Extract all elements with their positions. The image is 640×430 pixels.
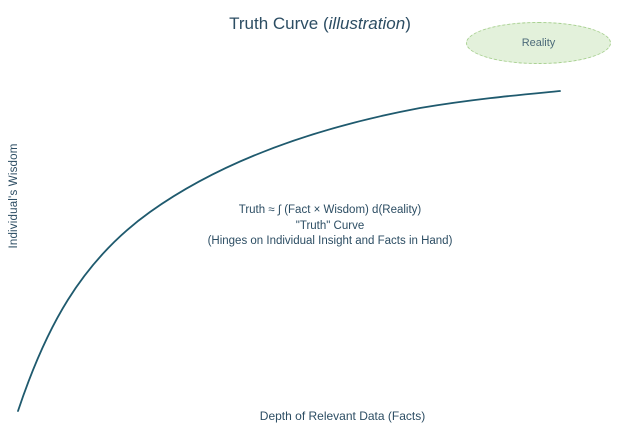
curve-name: "Truth" Curve: [295, 219, 365, 232]
curve-caption: (Hinges on Individual Insight and Facts …: [207, 235, 453, 247]
x-axis-label: Depth of Relevant Data (Facts): [259, 409, 426, 423]
title-close-paren: ): [405, 14, 411, 33]
title-open-paren: (: [322, 14, 329, 33]
truth-curve-line: [17, 90, 561, 412]
y-axis-label: Individual's Wisdom: [8, 143, 20, 249]
diagram-title: Truth Curve (illustration): [0, 14, 640, 34]
title-main: Truth Curve: [229, 14, 323, 33]
curve-annotation: Truth ≈ ∫ (Fact × Wisdom) d(Reality) "Tr…: [160, 203, 500, 250]
reality-label: Reality: [521, 37, 556, 49]
reality-bubble: Reality: [466, 22, 611, 64]
title-emphasis: illustration: [328, 14, 406, 33]
truth-formula: Truth ≈ ∫ (Fact × Wisdom) d(Reality): [238, 204, 422, 216]
